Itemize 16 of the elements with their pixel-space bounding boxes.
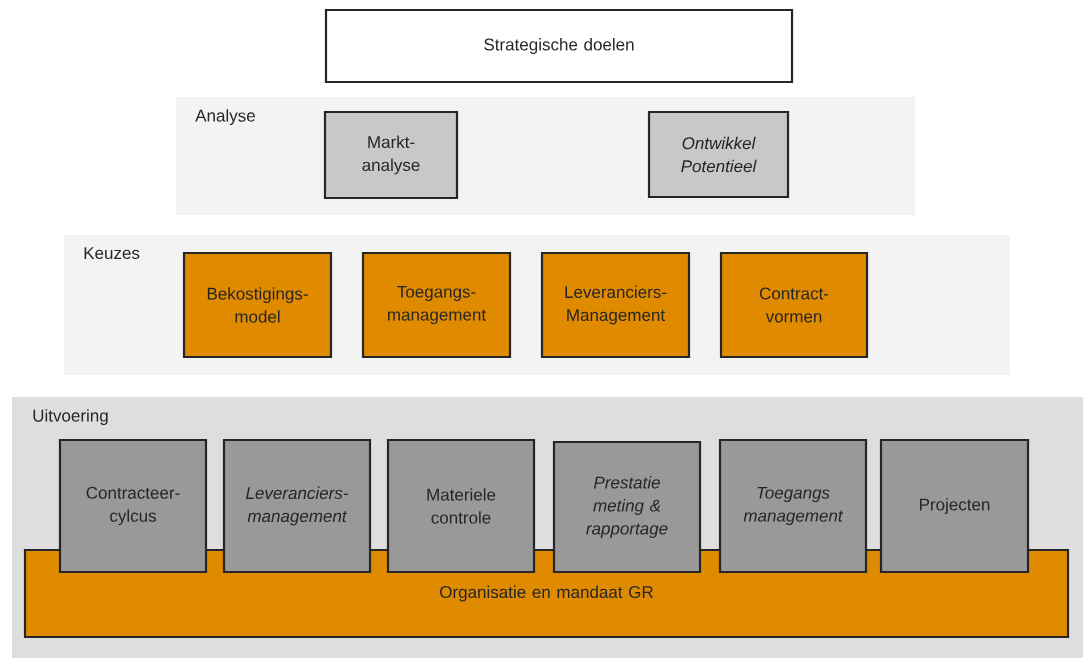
layer-heading: Analyse: [195, 109, 255, 126]
layer-heading: Uitvoering: [33, 409, 108, 426]
process-box: Contracteer- cylcus: [58, 438, 208, 574]
process-box: Prestatie meting & rapportage: [552, 440, 702, 574]
process-box: Contract- vormen: [719, 251, 869, 359]
process-box: Leveranciers- management: [222, 438, 372, 574]
process-box: Bekostigings- model: [182, 251, 333, 359]
layer-heading: Keuzes: [84, 247, 140, 260]
process-box: Toegangs- management: [361, 251, 512, 359]
process-box: Projecten: [879, 438, 1030, 574]
process-box: Ontwikkel Potentieel: [647, 110, 790, 199]
process-box: Strategische doelen: [324, 8, 794, 84]
process-box: Materiele controle: [386, 438, 536, 574]
process-box: Toegangs management: [718, 438, 868, 574]
process-box: Leveranciers- Management: [540, 251, 691, 359]
process-box: Markt- analyse: [323, 110, 459, 200]
